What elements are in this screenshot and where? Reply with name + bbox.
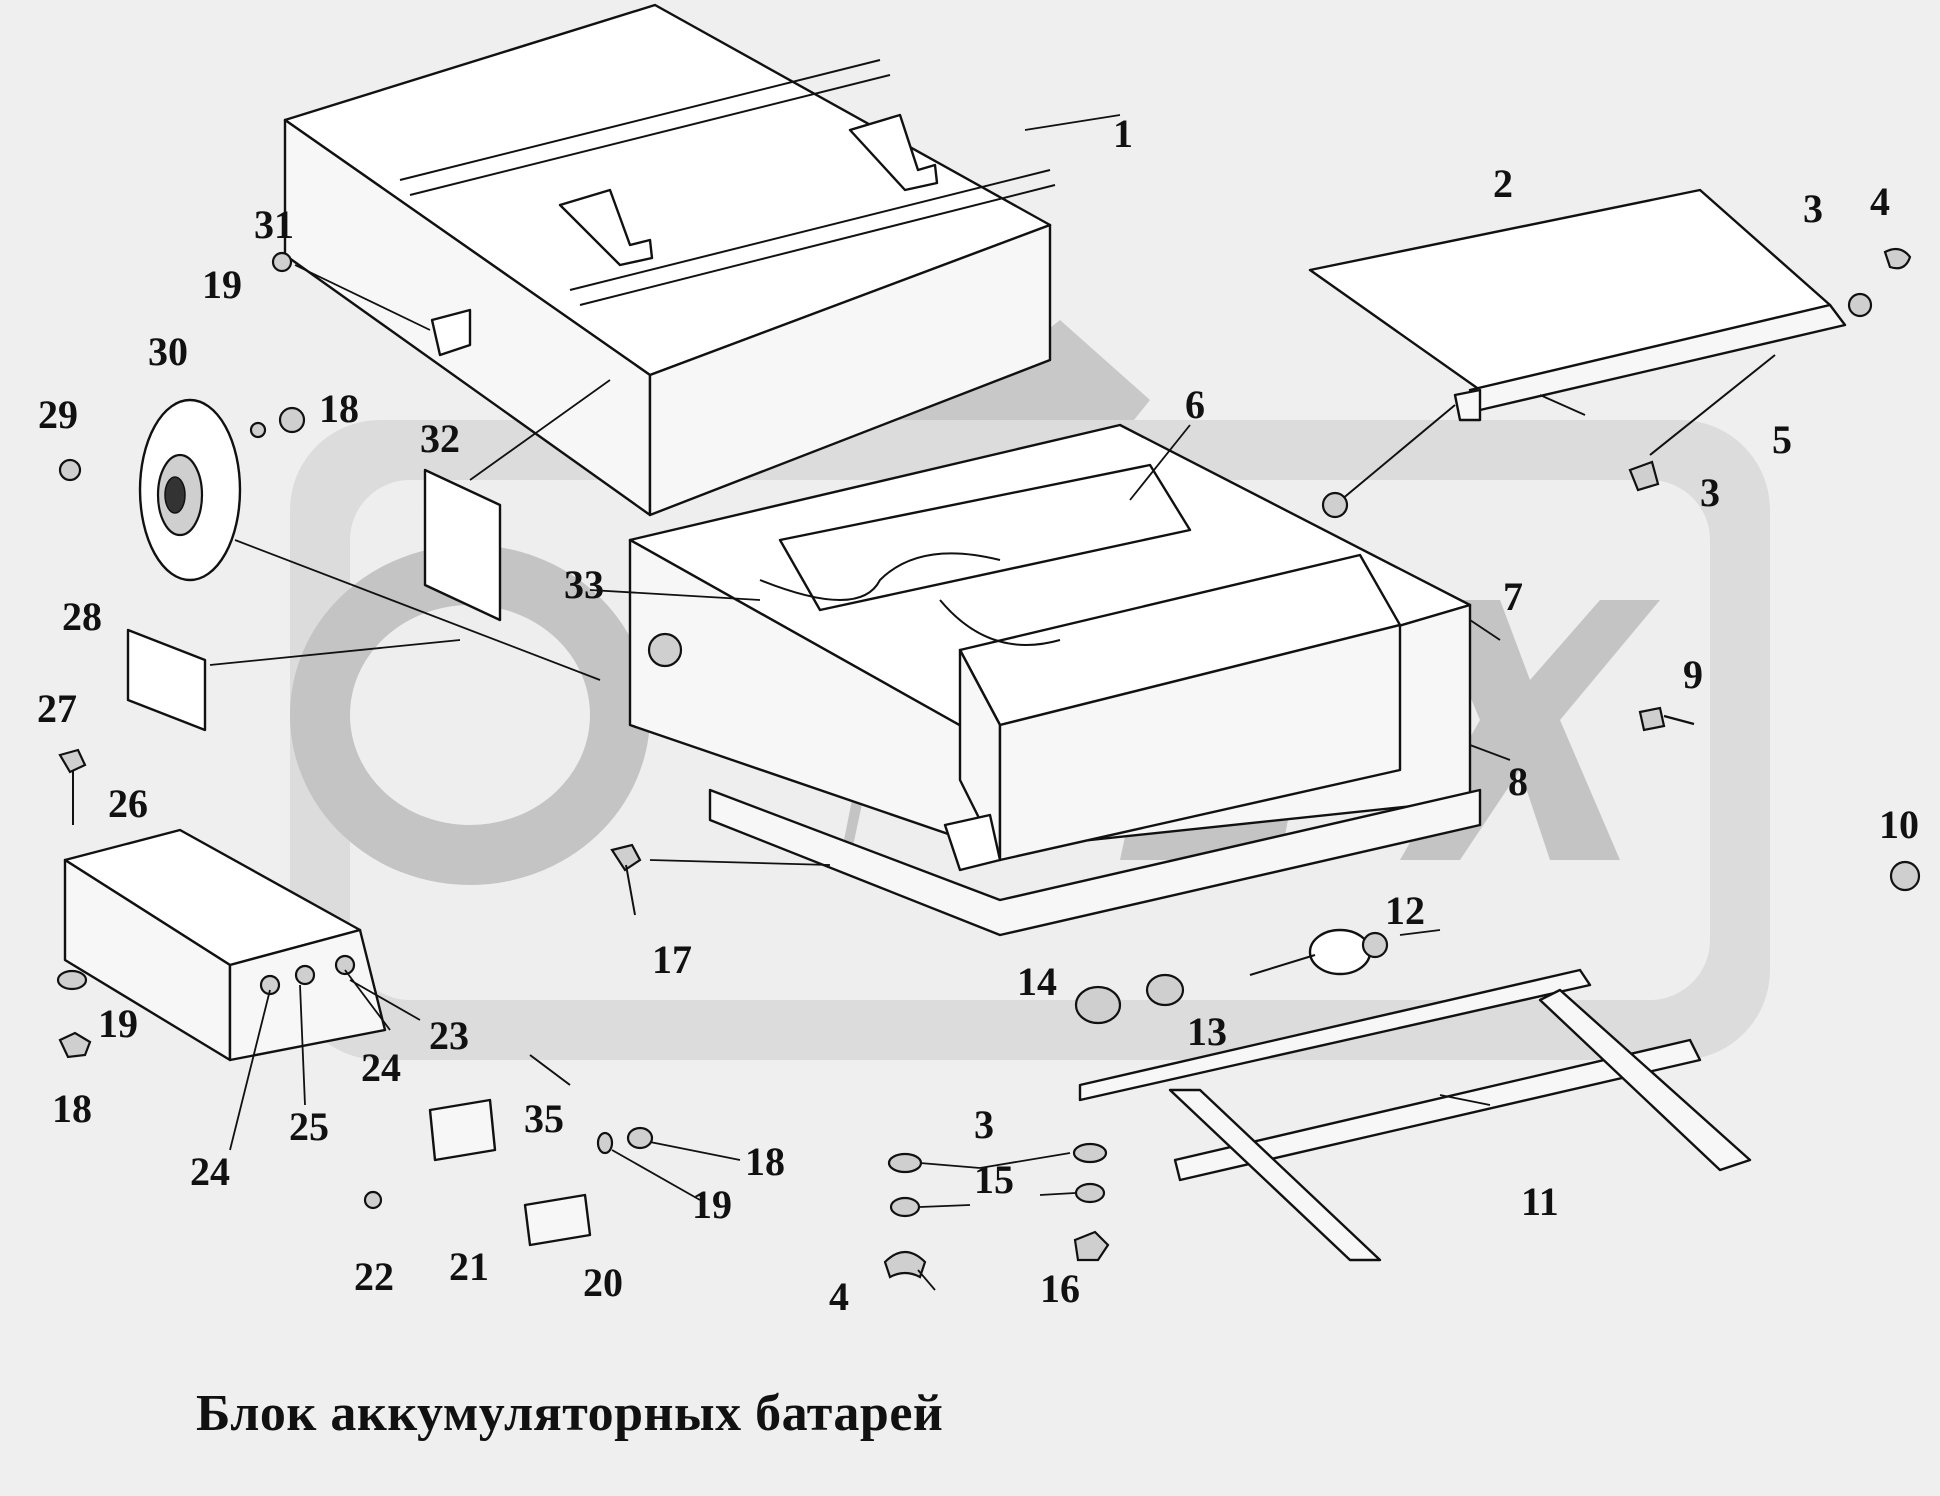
label-part-16: 16 xyxy=(1040,1266,1080,1311)
part-26-switch-box xyxy=(63,828,387,1062)
label-part-18: 18 xyxy=(319,386,359,431)
label-part-3: 3 xyxy=(1700,470,1720,515)
part-22-screw xyxy=(363,1190,383,1210)
label-part-24: 24 xyxy=(190,1149,230,1194)
battery-box xyxy=(628,423,1482,937)
label-part-3: 3 xyxy=(1803,186,1823,231)
label-part-24: 24 xyxy=(361,1045,401,1090)
box-hole xyxy=(647,632,683,668)
label-part-13: 13 xyxy=(1187,1009,1227,1054)
label-part-29: 29 xyxy=(38,392,78,437)
label-part-25: 25 xyxy=(289,1104,329,1149)
part-4-wingnut-bottom xyxy=(883,1250,927,1279)
label-part-17: 17 xyxy=(652,937,692,982)
part-5-rod-left xyxy=(1334,404,1456,506)
label-part-4: 4 xyxy=(1870,179,1890,224)
label-part-1: 1 xyxy=(1113,111,1133,156)
label-part-26: 26 xyxy=(108,781,148,826)
part-29-bolt xyxy=(58,458,82,482)
part-3-washer-rod xyxy=(1321,491,1349,519)
diagram-caption: Блок аккумуляторных батарей xyxy=(196,1385,944,1442)
part-33-cable xyxy=(759,552,1061,646)
label-part-18: 18 xyxy=(52,1086,92,1131)
part-8-base-rail xyxy=(708,788,1482,937)
label-part-30: 30 xyxy=(148,329,188,374)
label-part-33: 33 xyxy=(564,562,604,607)
leader-lines xyxy=(209,114,1586,1291)
part-28-plate xyxy=(126,628,207,732)
part-16-nut xyxy=(1073,1230,1110,1262)
label-part-10: 10 xyxy=(1879,802,1919,847)
label-part-23: 23 xyxy=(429,1013,469,1058)
part-30-disc xyxy=(138,398,242,582)
label-part-19: 19 xyxy=(98,1001,138,1046)
label-part-2: 2 xyxy=(1493,161,1513,206)
label-part-12: 12 xyxy=(1385,888,1425,933)
label-part-28: 28 xyxy=(62,594,102,639)
label-part-19: 19 xyxy=(202,262,242,307)
label-part-14: 14 xyxy=(1017,959,1057,1004)
part-18-nut-top xyxy=(278,406,306,434)
label-part-20: 20 xyxy=(583,1260,623,1305)
label-part-35: 35 xyxy=(524,1096,564,1141)
label-part-31: 31 xyxy=(254,202,294,247)
label-part-32: 32 xyxy=(420,416,460,461)
part-20-terminal xyxy=(523,1193,592,1247)
label-part-27: 27 xyxy=(37,686,77,731)
label-part-5: 5 xyxy=(1772,417,1792,462)
label-part-15: 15 xyxy=(974,1157,1014,1202)
label-part-11: 11 xyxy=(1521,1179,1559,1224)
part-number-labels: 1 2 3 4 5 3 6 7 8 9 10 11 12 13 14 15 16… xyxy=(37,111,1919,1319)
label-part-19: 19 xyxy=(692,1182,732,1227)
part-3-washer-bottom-right xyxy=(1072,1142,1108,1164)
part-3-washer-top xyxy=(1847,292,1873,318)
part-21-terminal xyxy=(428,1098,497,1162)
part-19-washer-left xyxy=(56,969,88,991)
label-part-6: 6 xyxy=(1185,382,1205,427)
part-18-nut-bottom xyxy=(626,1126,654,1150)
part-17-bolt-shank xyxy=(625,864,636,916)
part-32-plate xyxy=(423,468,502,622)
label-part-7: 7 xyxy=(1503,574,1523,619)
label-part-4: 4 xyxy=(829,1274,849,1319)
label-part-3: 3 xyxy=(974,1102,994,1147)
part-19-washer-bottom xyxy=(596,1131,614,1155)
part-9-bolt xyxy=(1638,706,1695,732)
label-part-8: 8 xyxy=(1508,759,1528,804)
label-part-22: 22 xyxy=(354,1254,394,1299)
part-4-wingnut-top xyxy=(1883,247,1912,270)
part-15-washer xyxy=(889,1196,921,1218)
part-2-cover xyxy=(1308,188,1847,422)
hardware xyxy=(56,247,1921,1279)
label-part-21: 21 xyxy=(449,1244,489,1289)
part-6-battery-top xyxy=(778,463,1192,612)
part-35-fuse xyxy=(529,1054,571,1086)
part-10-nut xyxy=(1889,860,1921,892)
part-14-bushing xyxy=(1074,985,1122,1025)
part-19-washer-top xyxy=(249,421,267,439)
part-13-bushing xyxy=(1145,973,1185,1007)
part-17-bolt-head xyxy=(610,843,642,872)
label-part-18: 18 xyxy=(745,1139,785,1184)
part-11-frame xyxy=(1078,968,1752,1262)
part-12-clamp xyxy=(1249,928,1389,976)
bracket xyxy=(943,813,1002,872)
label-part-9: 9 xyxy=(1683,652,1703,697)
part-15-washer-right xyxy=(1074,1182,1106,1204)
part-31-screw xyxy=(271,251,293,273)
part-18-nut-left xyxy=(58,1031,92,1059)
part-27-bolt-head xyxy=(58,748,87,774)
part-3-washer-right xyxy=(1628,460,1660,492)
part-3-washer-bottom xyxy=(887,1152,923,1174)
part-5-rod xyxy=(1649,354,1776,456)
